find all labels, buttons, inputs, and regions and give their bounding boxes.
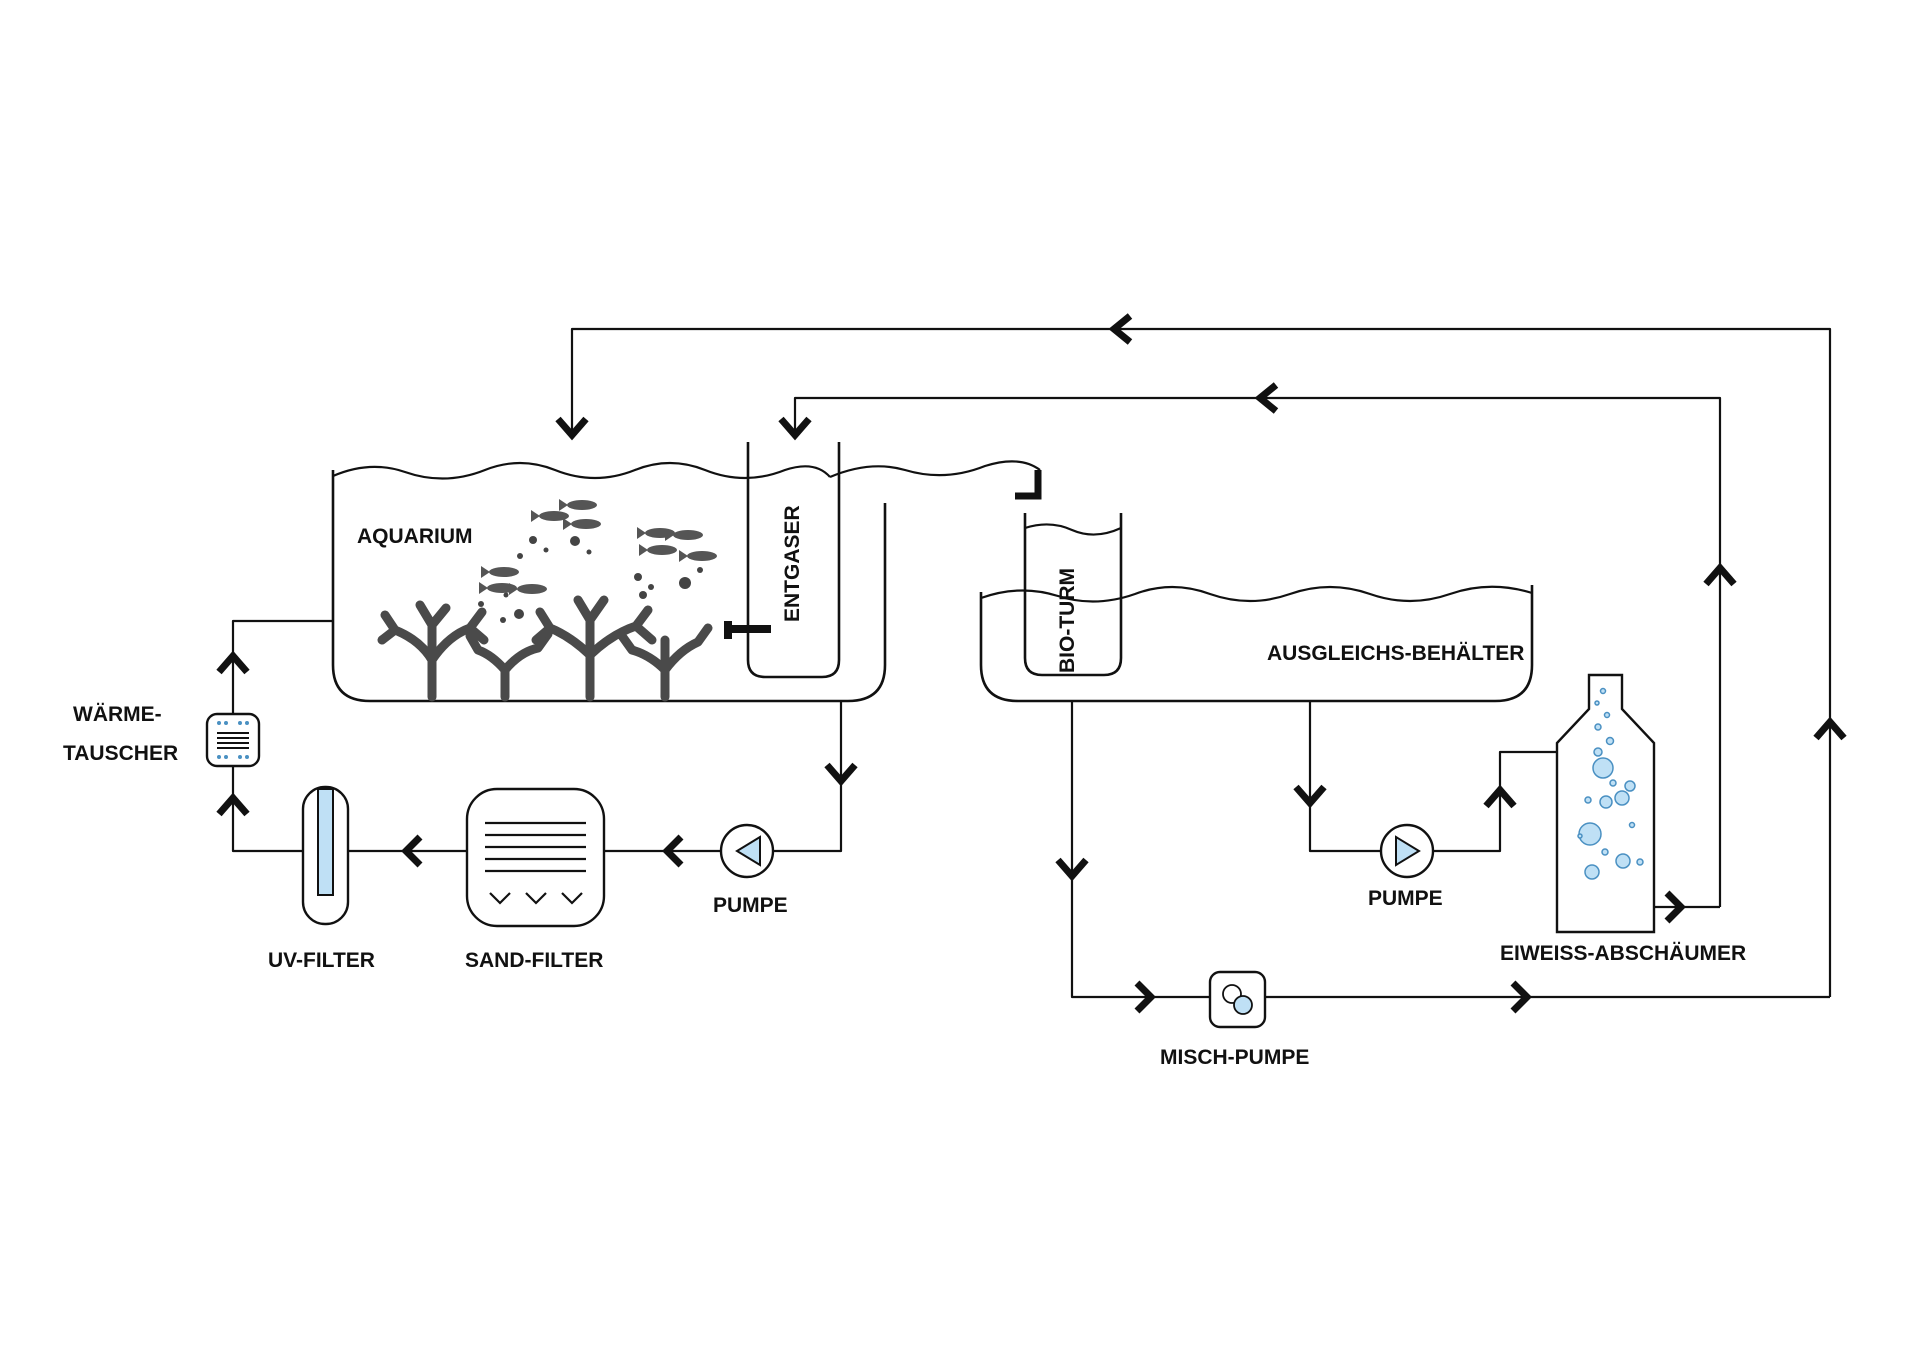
pump-right-triangle-icon: [1395, 835, 1421, 867]
bio-tower-label: BIO-TURM: [1056, 568, 1079, 673]
entgaser-outflow-arrow-icon: [724, 621, 771, 639]
sand-filter-label: SAND-FILTER: [465, 949, 603, 972]
corals: [377, 595, 713, 702]
pump-right: PUMPE: [1368, 823, 1443, 910]
heat-exchanger-label-2: TAUSCHER: [63, 742, 178, 765]
entgaser-chamber: [746, 442, 841, 679]
aquarium-tank: ENTGASER AQUARIUM: [331, 442, 887, 703]
sump-label: AUSGLEICHS-BEHÄLTER: [1267, 642, 1524, 665]
arrow-down-icon: [778, 416, 812, 441]
protein-skimmer: EIWEISS-ABSCHÄUMER: [1500, 673, 1746, 965]
arrow-down-icon: [824, 762, 858, 787]
arrow-up-icon: [1703, 562, 1737, 587]
mixing-pump: MISCH-PUMPE: [1160, 970, 1309, 1069]
pipe-sump-to-mixpump: [1070, 701, 1210, 999]
heat-exchanger: WÄRME- TAUSCHER: [63, 703, 261, 768]
arrow-left-icon: [662, 834, 684, 868]
pump-right-label: PUMPE: [1368, 887, 1443, 910]
skimmer-bubbles: [1577, 687, 1644, 880]
heat-exchanger-icon: [217, 732, 249, 749]
pipe-aquarium-drain: [772, 701, 843, 853]
uv-filter: UV-FILTER: [268, 785, 375, 972]
pipe-outer-return: [570, 327, 1832, 997]
mixing-pump-label: MISCH-PUMPE: [1160, 1046, 1309, 1069]
arrow-down-icon: [555, 416, 589, 441]
bubbles: [478, 536, 703, 623]
aquarium-label: AQUARIUM: [357, 525, 473, 548]
pipe-sump-to-pump: [1308, 701, 1382, 853]
arrow-right-icon: [1510, 980, 1532, 1014]
fish-school: [479, 499, 717, 595]
pipe-pump-to-skimmer: [1432, 750, 1557, 853]
arrow-up-icon: [1813, 716, 1847, 741]
pipe-overflow: [829, 460, 1041, 479]
pump-left-triangle-icon: [735, 835, 761, 867]
arrow-up-icon: [1483, 784, 1517, 809]
uv-lamp-icon: [317, 788, 334, 896]
skimmer-label: EIWEISS-ABSCHÄUMER: [1500, 942, 1746, 965]
pump-left-label: PUMPE: [713, 894, 788, 917]
entgaser-label: ENTGASER: [781, 505, 804, 622]
sump-tank: AUSGLEICHS-BEHÄLTER BIO-TURM: [979, 513, 1534, 703]
arrow-up-icon: [216, 792, 250, 817]
sand-filter: SAND-FILTER: [465, 787, 606, 972]
pump-left: PUMPE: [713, 823, 788, 917]
arrow-up-icon: [216, 650, 250, 675]
arrow-down-icon: [1293, 784, 1327, 809]
bio-tower-chamber: [1023, 513, 1123, 677]
pipe-network: [231, 327, 1832, 999]
arrow-down-icon: [1055, 857, 1089, 882]
flow-arrows: [216, 313, 1847, 1014]
overflow-arrow-icon: [1015, 470, 1042, 500]
arrow-right-icon: [1664, 890, 1686, 924]
arrow-left-icon: [401, 834, 423, 868]
arrow-left-icon: [1108, 313, 1133, 345]
uv-filter-label: UV-FILTER: [268, 949, 375, 972]
arrow-right-icon: [1134, 980, 1156, 1014]
heat-exchanger-label-1: WÄRME-: [73, 703, 162, 726]
arrow-left-icon: [1254, 382, 1279, 414]
pipe-heat-to-aquarium: [231, 619, 333, 728]
